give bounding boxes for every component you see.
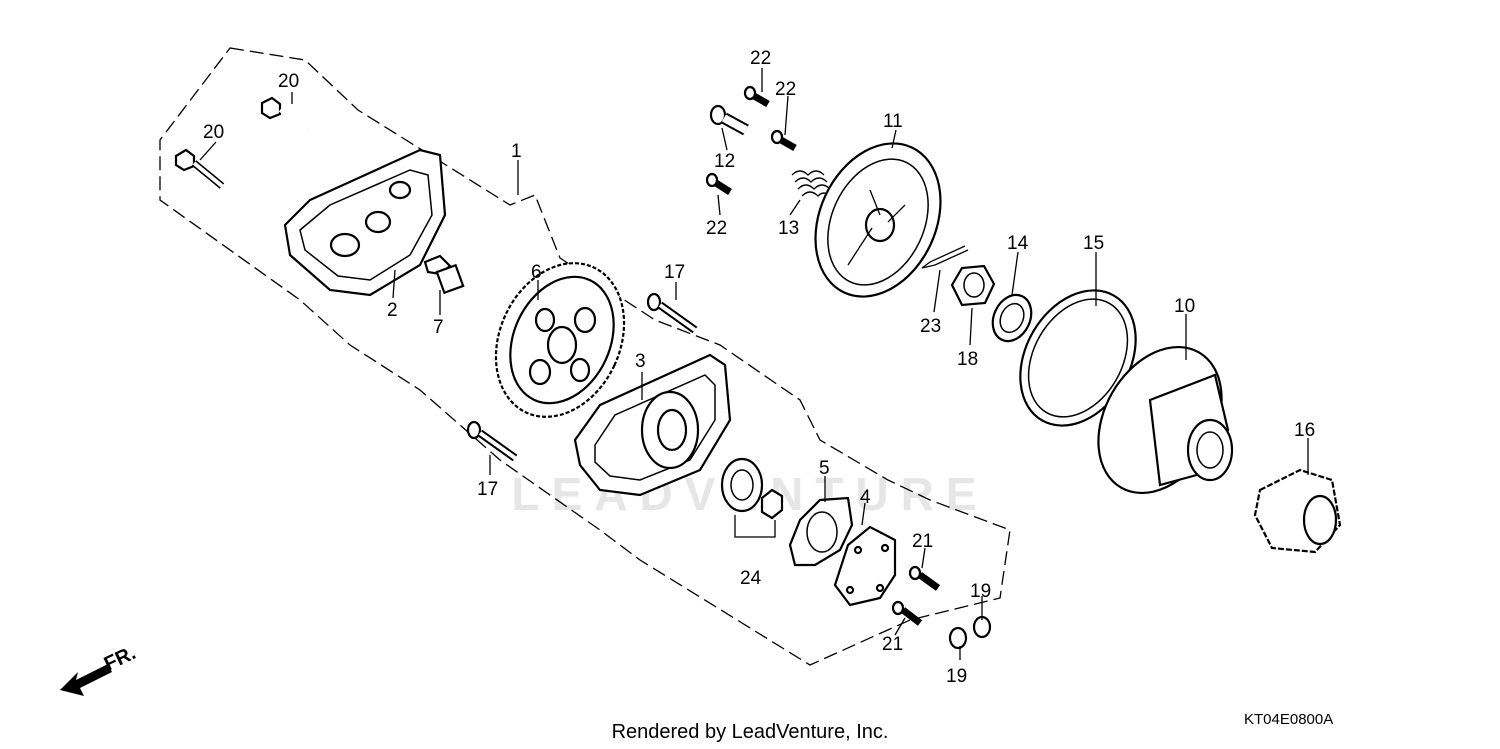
label-18: 18 <box>957 349 978 370</box>
label-10: 10 <box>1174 296 1195 317</box>
label-13: 13 <box>778 218 799 239</box>
label-20b: 20 <box>203 122 224 143</box>
label-21a: 21 <box>912 531 933 552</box>
label-17a: 17 <box>664 262 685 283</box>
label-3: 3 <box>635 351 646 372</box>
label-1: 1 <box>511 141 522 162</box>
label-19a: 19 <box>970 581 991 602</box>
label-20a: 20 <box>278 71 299 92</box>
label-19b: 19 <box>946 666 967 687</box>
label-16: 16 <box>1294 420 1315 441</box>
pin-part-12 <box>709 104 749 136</box>
front-arrow-icon: FR. <box>60 642 139 696</box>
screw-21-lower <box>891 600 923 626</box>
cover-part-2 <box>283 148 447 297</box>
spring-part-13 <box>791 170 831 197</box>
label-15: 15 <box>1083 233 1104 254</box>
label-24: 24 <box>740 568 762 589</box>
label-5: 5 <box>819 458 830 479</box>
group-outline-left <box>159 47 1011 666</box>
plate-part-4 <box>833 525 897 607</box>
bolt-17-upper <box>646 292 698 334</box>
screw-22-c <box>705 172 732 195</box>
gear-part-16 <box>1253 468 1342 554</box>
label-23: 23 <box>920 316 941 337</box>
oring-19-a <box>948 626 968 650</box>
housing-part-11 <box>814 142 942 298</box>
screw-21-upper <box>908 565 941 591</box>
bolt-20-upper <box>260 96 310 132</box>
bolt-20-lower <box>174 148 225 189</box>
label-21b: 21 <box>882 634 903 655</box>
label-22b: 22 <box>775 79 796 100</box>
label-7: 7 <box>433 317 444 338</box>
screw-22-b <box>770 129 797 152</box>
bolt-17-lower <box>466 420 518 462</box>
clip-part-23 <box>921 245 969 269</box>
pin-part-7 <box>423 254 465 295</box>
label-4: 4 <box>860 487 871 508</box>
label-17b: 17 <box>477 479 498 500</box>
pump-body-part-3 <box>573 353 732 497</box>
label-14: 14 <box>1007 233 1029 254</box>
label-22c: 22 <box>706 218 727 239</box>
screw-22-a <box>743 85 770 108</box>
footer-credit: Rendered by LeadVenture, Inc. <box>612 721 889 743</box>
washer-part-14 <box>991 293 1033 343</box>
clutch-part-10 <box>1097 345 1234 495</box>
gasket-part-15 <box>1019 289 1137 427</box>
gear-part-6 <box>494 262 626 418</box>
diagram-code: KT04E0800A <box>1244 711 1333 728</box>
label-11: 11 <box>883 111 903 132</box>
nut-part-18 <box>950 264 996 307</box>
rotor-part-24 <box>720 457 784 538</box>
label-6: 6 <box>531 262 542 283</box>
gasket-part-5 <box>788 496 854 567</box>
label-22a: 22 <box>750 48 771 69</box>
label-12: 12 <box>714 151 735 172</box>
label-2: 2 <box>387 300 398 321</box>
leader-lines <box>199 68 1309 660</box>
